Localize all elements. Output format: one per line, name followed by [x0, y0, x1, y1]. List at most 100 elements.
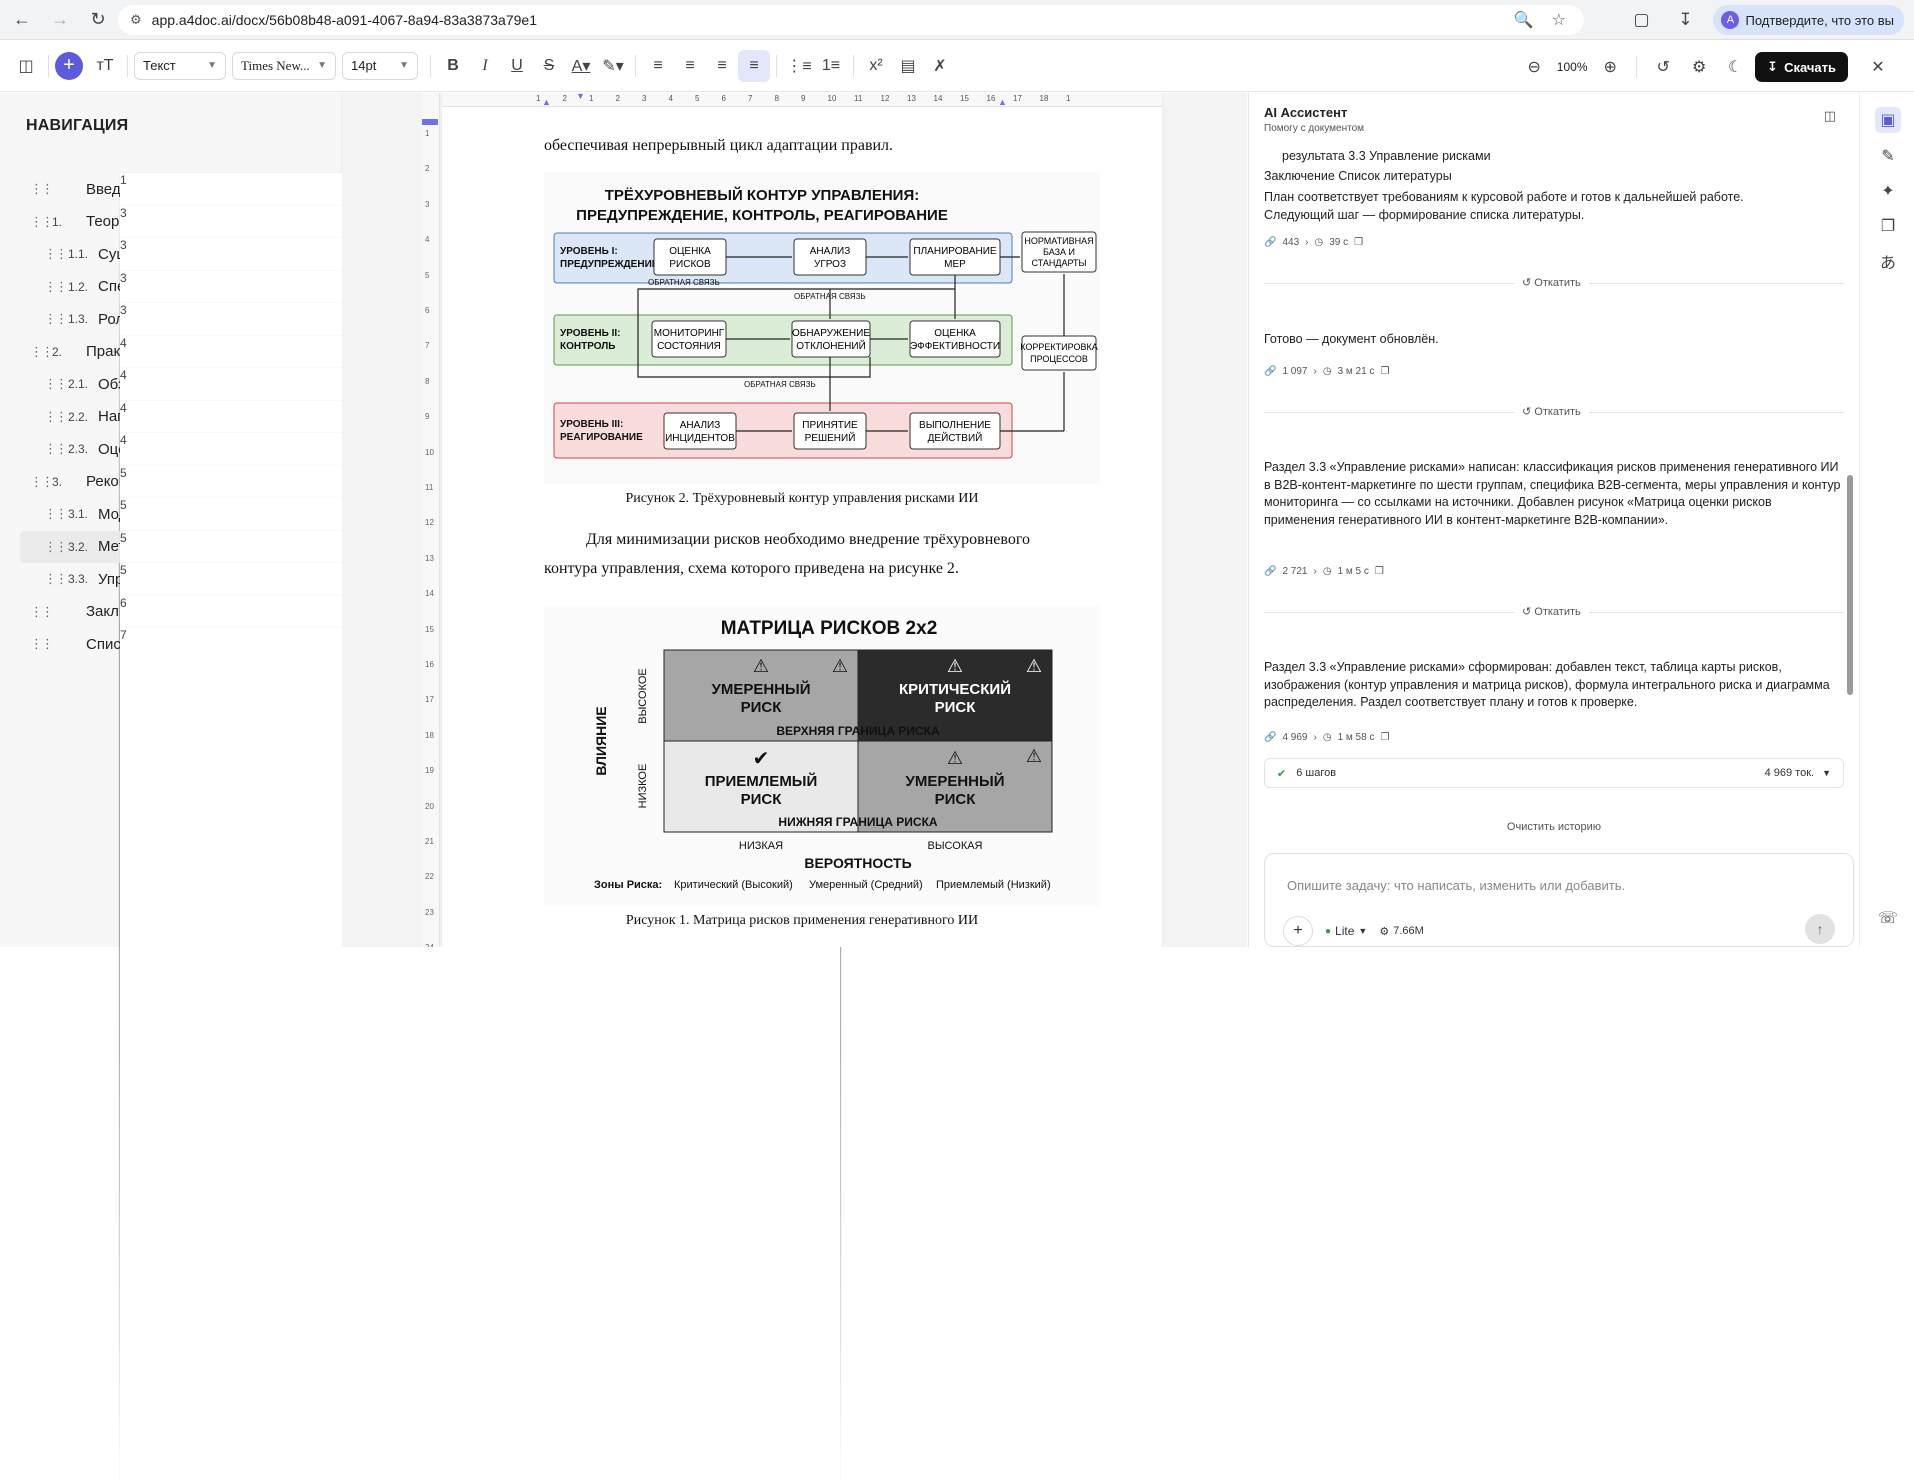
nav-item[interactable]: ⋮⋮Список литературы7 [20, 628, 840, 1482]
brush-icon[interactable]: ✎ [1881, 148, 1895, 165]
dark-mode-icon[interactable]: ☾ [1727, 59, 1743, 76]
settings-icon[interactable]: ⚙ [1691, 59, 1707, 76]
drag-handle-icon[interactable]: ⋮⋮ [44, 278, 68, 294]
model-select[interactable]: ● Lite ▼ [1325, 924, 1367, 938]
right-indent-marker[interactable]: ▲ [998, 97, 1007, 107]
superscript-icon[interactable]: x² [869, 56, 883, 74]
search-icon[interactable]: 🔍 [1513, 12, 1534, 29]
send-button[interactable]: ↑ [1805, 914, 1835, 944]
align-center-icon[interactable]: ≡ [685, 56, 695, 74]
chat-history[interactable]: результата 3.3 Управление рисками Заключ… [1264, 148, 1844, 908]
zoom-out-icon[interactable]: ⊖ [1527, 59, 1541, 76]
nav-item[interactable]: ⋮⋮2.3.Оценка эффективности, ...4 [20, 433, 840, 1287]
align-justify-icon[interactable]: ≡ [738, 49, 770, 82]
nav-item[interactable]: ⋮⋮3.2.Метрики оценки результ...5 [20, 530, 840, 1385]
attach-plus-button[interactable]: + [1283, 916, 1313, 946]
ruler-margin-marker[interactable] [422, 119, 438, 125]
drag-handle-icon[interactable]: ⋮⋮ [30, 181, 54, 197]
size-select[interactable]: 14pt▼ [342, 51, 418, 80]
text-size-icon[interactable]: ᴛT [96, 56, 114, 74]
reload-icon[interactable]: ↻ [90, 9, 106, 29]
align-right-icon[interactable]: ≡ [717, 56, 727, 74]
rollback-button[interactable]: ↺ Откатить [1514, 405, 1589, 418]
scrollbar-thumb[interactable] [1847, 475, 1853, 695]
rollback-button[interactable]: ↺ Откатить [1514, 276, 1589, 289]
sidebar-toggle-icon[interactable]: ◫ [18, 57, 34, 75]
drag-handle-icon[interactable]: ⋮⋮ [30, 343, 54, 359]
drag-handle-icon[interactable]: ⋮⋮ [44, 506, 68, 522]
clear-history-button[interactable]: Очистить историю [1506, 821, 1602, 833]
address-bar[interactable]: ⚙ app.a4doc.ai/docx/56b08b48-a091-4067-8… [118, 5, 1584, 35]
strikethrough-icon[interactable]: S [543, 56, 555, 74]
nav-item[interactable]: ⋮⋮3.Рекомендации по внедрен...5 [20, 465, 840, 1320]
underline-icon[interactable]: U [511, 56, 523, 74]
drag-handle-icon[interactable]: ⋮⋮ [30, 603, 54, 619]
nav-item[interactable]: ⋮⋮1.2.Специфика контент-мар...3 [20, 270, 840, 1125]
font-select[interactable]: Times New...▼ [232, 51, 336, 80]
nav-item[interactable]: ⋮⋮1.1.Сущность и инструмент...3 [20, 238, 840, 1092]
copy-icon[interactable]: ❐ [1380, 732, 1390, 743]
warning-icon: ⚠ ⚠ ⚠ ⚠ ⚠ ⚠ [753, 656, 1042, 768]
drag-handle-icon[interactable]: ⋮⋮ [44, 571, 68, 587]
nav-item[interactable]: ⋮⋮2.2.Направления использов...4 [20, 400, 840, 1255]
chevron-right-icon[interactable]: › [1313, 366, 1317, 377]
rollback-button[interactable]: ↺ Откатить [1514, 605, 1589, 618]
drag-handle-icon[interactable]: ⋮⋮ [44, 441, 68, 457]
sparkle-icon[interactable]: ✦ [1881, 183, 1895, 200]
copy-icon[interactable]: ❐ [1354, 237, 1364, 248]
bold-icon[interactable]: B [447, 56, 459, 74]
zoom-in-icon[interactable]: ⊕ [1603, 59, 1617, 76]
drag-handle-icon[interactable]: ⋮⋮ [44, 408, 68, 424]
nav-item[interactable]: ⋮⋮3.3.Управление рисками5 [20, 563, 840, 1417]
nav-item[interactable]: ⋮⋮2.1.Обзор рынка и кейсы B2...4 [20, 368, 840, 1222]
drag-handle-icon[interactable]: ⋮⋮ [44, 538, 68, 554]
highlight-icon[interactable]: ✎▾ [602, 57, 624, 75]
copy-icon[interactable]: ❐ [1380, 366, 1390, 377]
steps-summary[interactable]: ✔ 6 шагов 4 969 ток. ▼ [1264, 758, 1844, 788]
text-color-icon[interactable]: A▾ [571, 57, 591, 75]
download-icon[interactable]: ↧ [1678, 10, 1693, 29]
forward-icon[interactable]: → [51, 9, 69, 29]
chevron-right-icon[interactable]: › [1313, 732, 1317, 743]
back-icon[interactable]: ← [13, 9, 31, 29]
nav-item[interactable]: ⋮⋮1.3.Роль искусственного ин...3 [20, 303, 840, 1157]
drag-handle-icon[interactable]: ⋮⋮ [44, 246, 68, 262]
bookmark-star-icon[interactable]: ☆ [1551, 12, 1566, 29]
drag-handle-icon[interactable]: ⋮⋮ [30, 473, 54, 489]
italic-icon[interactable]: I [482, 56, 488, 74]
copy-icon[interactable]: ❐ [1374, 566, 1384, 577]
download-button[interactable]: ↧ Скачать [1755, 52, 1848, 82]
scrollbar[interactable] [1847, 155, 1853, 715]
nav-item[interactable]: ⋮⋮3.1.Модель внедрения гене...5 [20, 498, 840, 1352]
bullet-list-icon[interactable]: ⋮≡ [786, 57, 812, 75]
translate-icon[interactable]: あ [1879, 255, 1896, 272]
history-icon[interactable]: ↺ [1656, 59, 1670, 76]
collapse-panel-icon[interactable]: ◫ [1823, 108, 1836, 123]
headset-icon[interactable]: ☏ [1877, 910, 1898, 927]
left-indent-marker[interactable]: ▲ [542, 97, 551, 107]
style-select[interactable]: Текст▼ [134, 51, 226, 80]
profile-button[interactable]: A Подтвердите, что это вы [1713, 5, 1904, 35]
close-icon[interactable]: ✕ [1871, 59, 1885, 76]
chevron-right-icon[interactable]: › [1305, 237, 1309, 248]
nav-item[interactable]: ⋮⋮Заключение6 [20, 595, 840, 1450]
copy-pages-icon[interactable]: ❐ [1880, 218, 1896, 235]
chevron-right-icon[interactable]: › [1313, 566, 1317, 577]
robot-icon[interactable]: ▣ [1875, 107, 1901, 133]
prompt-input[interactable]: Опишите задачу: что написать, изменить и… [1287, 878, 1626, 893]
clear-format-icon[interactable]: ✗ [933, 57, 947, 75]
nav-item[interactable]: ⋮⋮2.Практический анализ при...4 [20, 335, 840, 1190]
nav-item[interactable]: ⋮⋮Введение1 [20, 173, 840, 1027]
extensions-icon[interactable]: ▢ [1633, 10, 1650, 29]
drag-handle-icon[interactable]: ⋮⋮ [44, 311, 68, 327]
insert-plus-button[interactable]: + [55, 51, 83, 80]
nav-item[interactable]: ⋮⋮1.Теоретические основы ис...3 [20, 205, 840, 1060]
drag-handle-icon[interactable]: ⋮⋮ [30, 213, 54, 229]
drag-handle-icon[interactable]: ⋮⋮ [30, 636, 54, 652]
first-line-indent-marker[interactable]: ▼ [576, 93, 585, 101]
comment-icon[interactable]: ▤ [900, 57, 916, 75]
drag-handle-icon[interactable]: ⋮⋮ [44, 376, 68, 392]
site-settings-icon[interactable]: ⚙ [130, 12, 142, 27]
numbered-list-icon[interactable]: 1≡ [821, 56, 841, 74]
align-left-icon[interactable]: ≡ [653, 56, 663, 74]
